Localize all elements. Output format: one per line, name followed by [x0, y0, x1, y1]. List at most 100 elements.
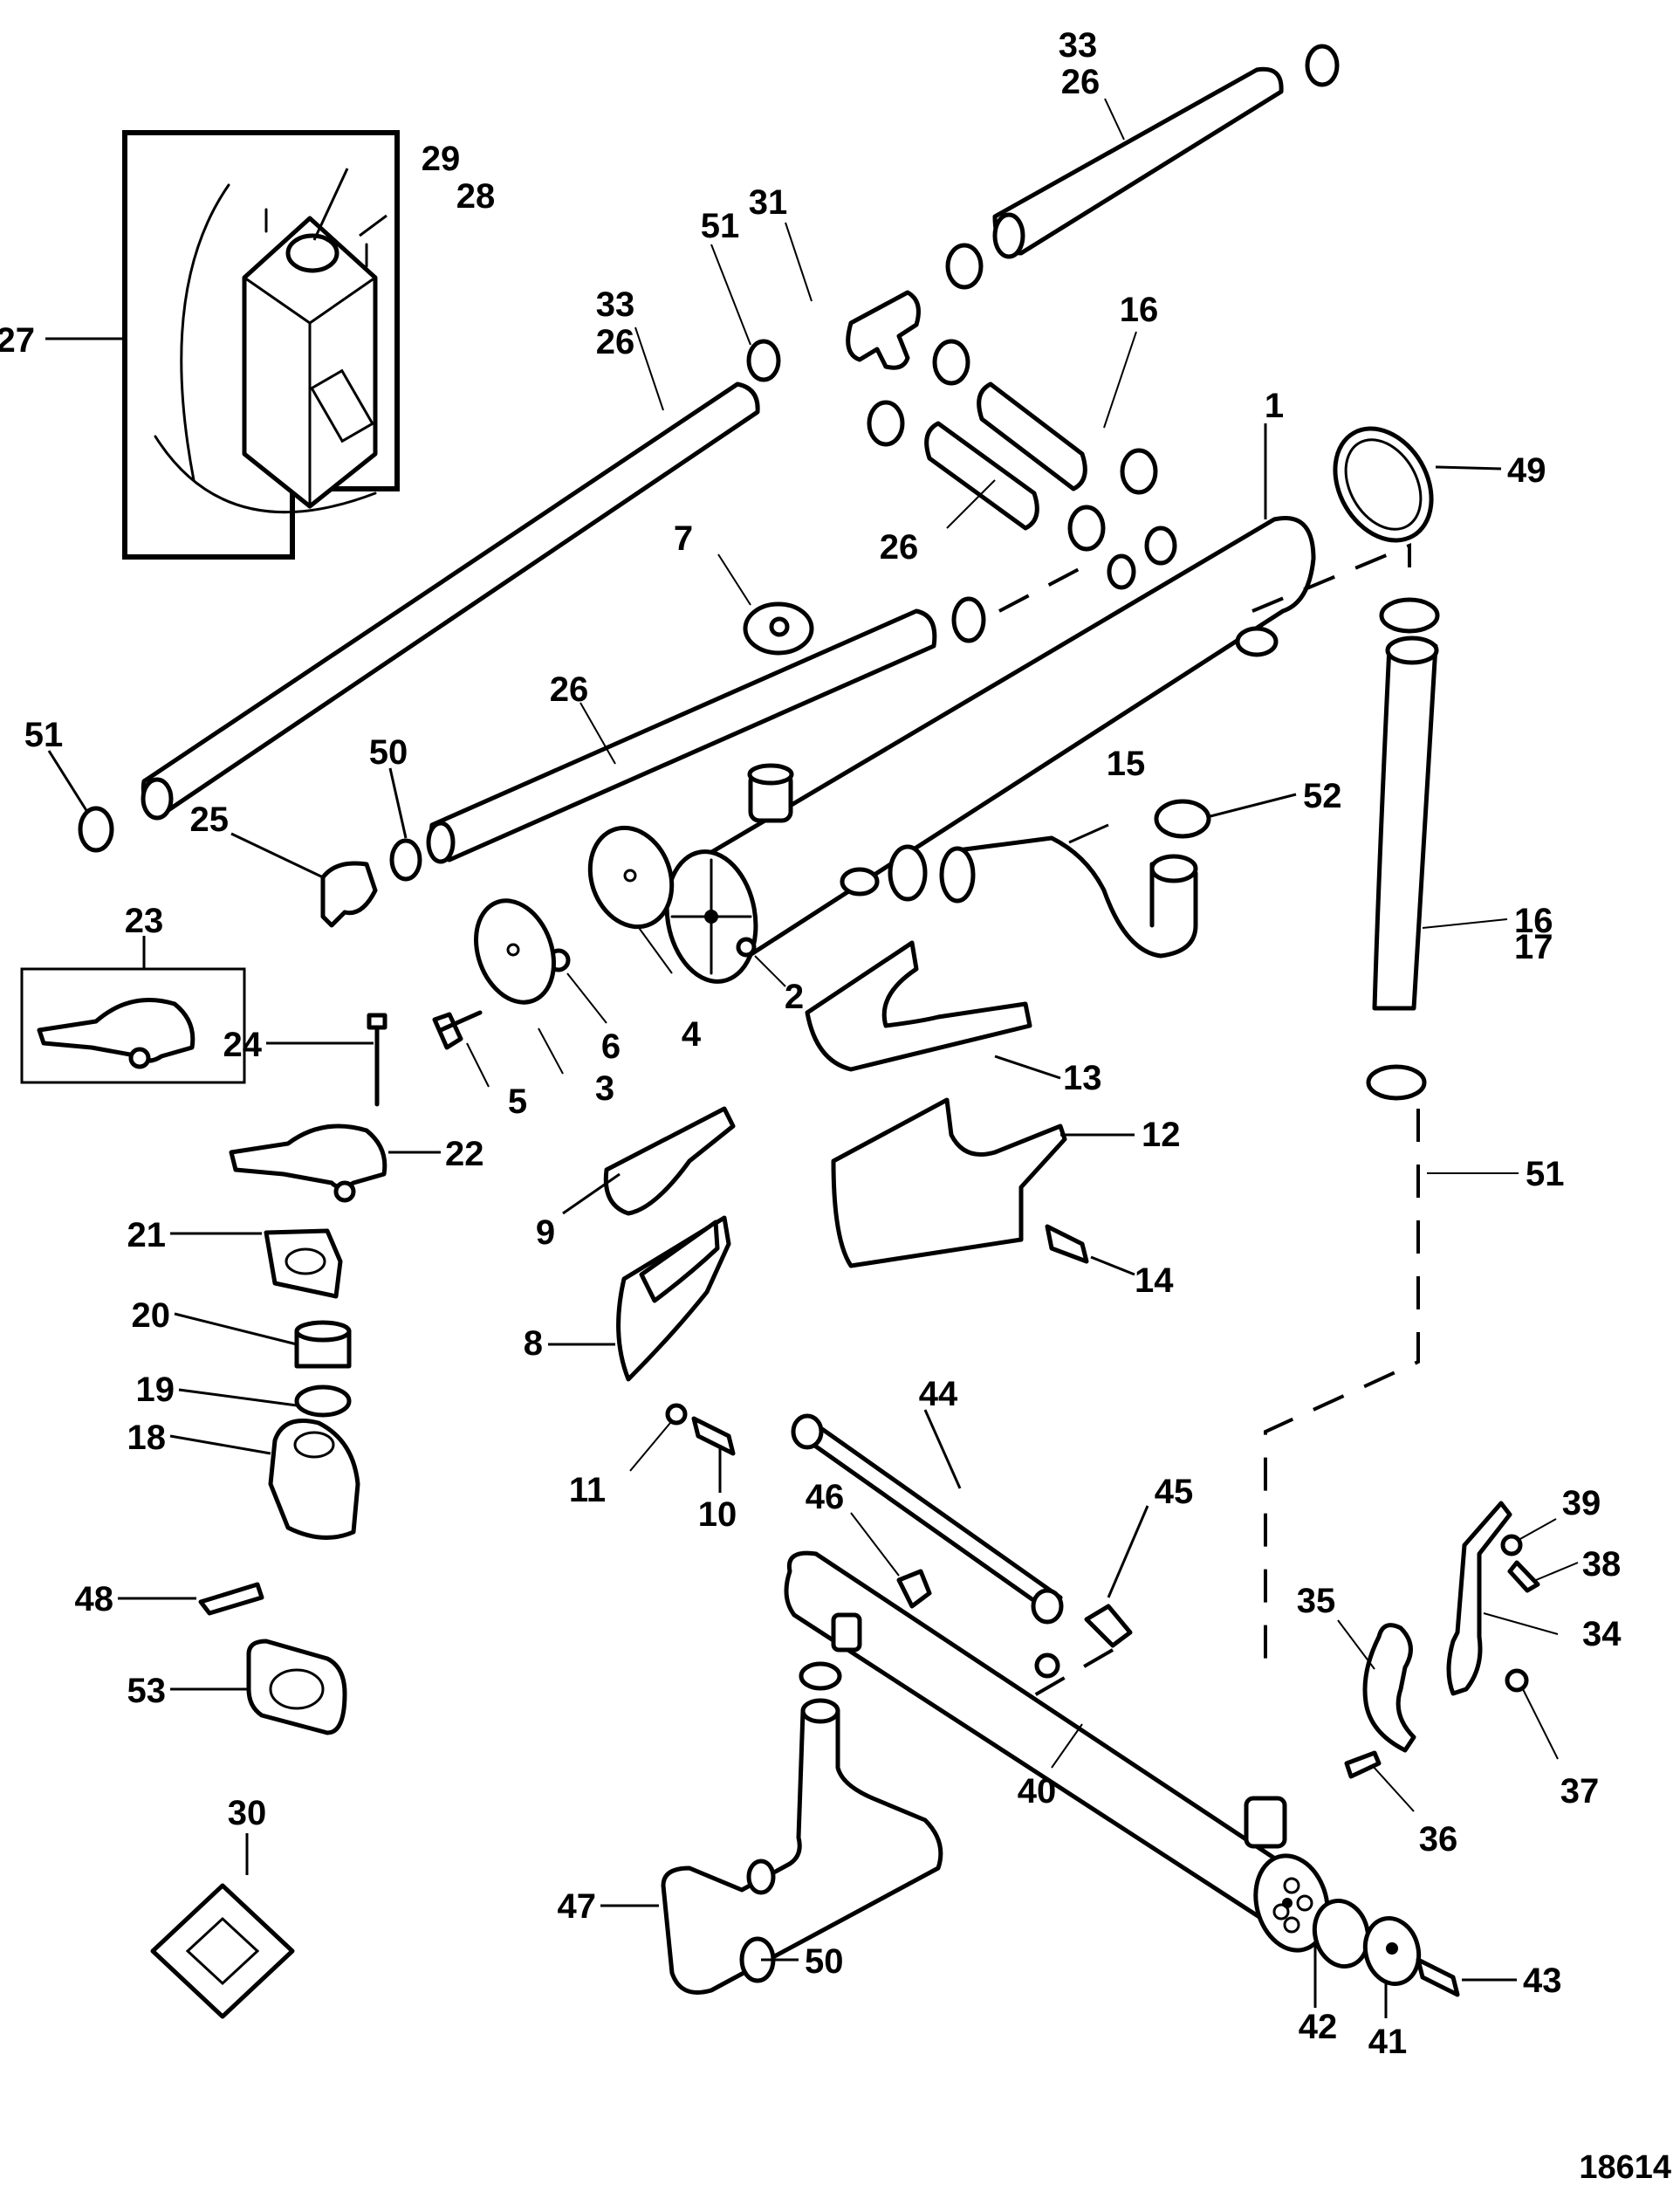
callout-10: 10 — [698, 1495, 737, 1534]
elbow-fitting-45 — [1084, 1604, 1133, 1648]
callout-52: 52 — [1303, 777, 1342, 815]
clamp-35 — [1362, 1623, 1416, 1753]
end-cap-3 — [474, 898, 556, 1005]
hose-15-end — [939, 846, 976, 904]
leader-36 — [1371, 1764, 1415, 1812]
callout-48: 48 — [75, 1580, 114, 1618]
vertical-hose-assembly — [1251, 426, 1519, 1659]
pad-9 — [603, 1106, 736, 1216]
assembly-line — [998, 566, 1083, 613]
hose-clamp — [888, 844, 928, 902]
figure-id: 18614 — [1579, 2149, 1671, 2185]
washer-39 — [1500, 1534, 1523, 1556]
callout-37: 37 — [1560, 1772, 1600, 1811]
leader-16-top — [1103, 331, 1137, 429]
gasket-4-hole — [623, 869, 637, 883]
seal-19 — [294, 1385, 352, 1418]
callout-8: 8 — [524, 1324, 543, 1363]
leader-16-17 — [1422, 918, 1508, 929]
thermostat-cover-inset-frame — [20, 967, 246, 1084]
oil-cooler-40-port — [1244, 1796, 1287, 1849]
thermostat-group — [20, 936, 441, 2019]
callout-18: 18 — [127, 1419, 167, 1457]
assembly-line — [1028, 1648, 1114, 1700]
hose-clamp — [867, 400, 905, 447]
hose-clamp-51 — [746, 339, 781, 382]
screw-24-head — [367, 1013, 387, 1030]
oil-cooler-40-port-lower — [831, 1612, 862, 1652]
overflow-tube — [180, 183, 230, 482]
hose-15 — [949, 835, 1198, 959]
oil-line-44-fitting — [791, 1413, 824, 1450]
upper-hose-assembly — [47, 44, 1340, 853]
hose-clamp-51-left — [78, 806, 114, 853]
gasket-53 — [246, 1639, 347, 1735]
screw-36 — [1344, 1750, 1382, 1779]
oil-cooler-40-tube — [1283, 1877, 1300, 1894]
callout-15: 15 — [1107, 745, 1146, 783]
leader-13 — [994, 1055, 1061, 1080]
leader-31 — [785, 222, 813, 302]
screw-43 — [1416, 1957, 1460, 1997]
oil-line-44-fitting-end — [1031, 1588, 1064, 1625]
leader-51-upper — [710, 244, 751, 346]
leader-44 — [923, 1409, 962, 1489]
port — [1107, 553, 1136, 590]
leader-49 — [1435, 465, 1502, 471]
callout-1: 1 — [1265, 387, 1284, 425]
hose-16-17-top — [1385, 636, 1439, 665]
screw-38 — [1507, 1560, 1540, 1593]
leader-9 — [562, 1172, 621, 1215]
leader-33-26-top — [1104, 98, 1125, 141]
callout-labels: 1 2 3 4 5 6 7 8 9 10 11 12 13 14 15 16 1… — [0, 26, 1671, 2185]
leader-15 — [1068, 823, 1109, 844]
hose-26-short — [924, 421, 1039, 531]
heat-exchanger-hub — [704, 910, 718, 924]
leader-40 — [1051, 1723, 1083, 1769]
oil-cooler-40-drain — [1034, 1652, 1060, 1679]
screw-14 — [1045, 1224, 1089, 1264]
leader-45 — [1107, 1505, 1149, 1598]
reservoir-bottle-edges — [243, 276, 377, 508]
callout-51-left: 51 — [24, 716, 64, 754]
screw-5 — [432, 1010, 483, 1050]
leader-7 — [717, 553, 751, 606]
callout-44: 44 — [919, 1375, 958, 1413]
hose-end — [992, 212, 1025, 259]
hose-clamp — [1067, 505, 1106, 552]
leader-52 — [1210, 793, 1297, 818]
washer-11 — [665, 1403, 688, 1426]
callout-40: 40 — [1018, 1772, 1057, 1811]
leader-26-short — [946, 479, 996, 529]
leader-50-upper — [388, 767, 408, 839]
callout-22: 22 — [445, 1135, 484, 1173]
leader-28 — [359, 214, 387, 237]
callout-11: 11 — [569, 1471, 606, 1509]
callout-34: 34 — [1582, 1615, 1622, 1653]
callout-46: 46 — [806, 1478, 845, 1516]
bracket-group — [548, 940, 1135, 1493]
overflow-tube-lower — [154, 435, 377, 514]
elbow-fitting-25 — [320, 861, 378, 928]
thermostat-housing-18 — [268, 1419, 360, 1540]
callout-4: 4 — [682, 1015, 702, 1054]
callout-13: 13 — [1063, 1059, 1102, 1097]
hose-clamp-51-right — [1366, 1064, 1427, 1101]
thermostat-cover-22 — [229, 1123, 387, 1190]
reservoir-label — [310, 368, 374, 443]
callout-38: 38 — [1582, 1545, 1622, 1584]
leader-20 — [174, 1312, 298, 1346]
oil-cooler-40-tube — [1296, 1894, 1313, 1912]
callout-3: 3 — [595, 1069, 614, 1108]
leader-2 — [754, 955, 786, 987]
hose-end — [426, 821, 456, 864]
bracket-8-cradle — [639, 1220, 720, 1303]
callout-16-top: 16 — [1120, 291, 1159, 329]
hose-15-end-lower — [1149, 854, 1198, 883]
hose-clamp-top — [1305, 44, 1340, 87]
hose-clamp-52 — [1154, 799, 1211, 839]
leader-3 — [538, 1027, 564, 1075]
callout-45: 45 — [1155, 1473, 1194, 1511]
callout-50-upper: 50 — [369, 733, 408, 772]
leader-29 — [312, 168, 349, 241]
